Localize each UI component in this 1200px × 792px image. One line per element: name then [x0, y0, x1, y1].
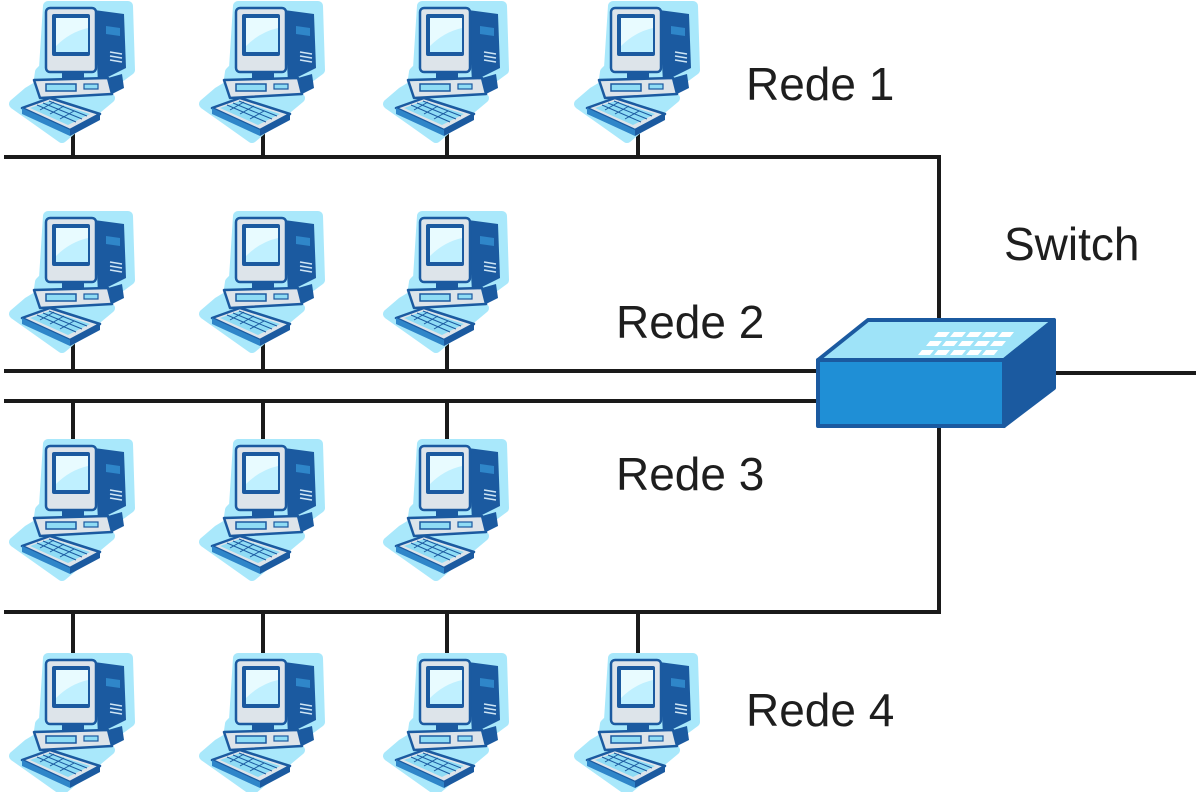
desktop-computer-icon	[14, 444, 130, 576]
desktop-computer-icon	[579, 6, 695, 138]
switch-label: Switch	[1004, 218, 1139, 270]
desktop-computer-icon	[14, 6, 130, 138]
network-label-rede-1: Rede 1	[746, 58, 894, 110]
network-label-rede-3: Rede 3	[616, 448, 764, 500]
desktop-computer-icon	[388, 444, 504, 576]
network-rede-1-computers	[14, 6, 695, 138]
desktop-computer-icon	[388, 216, 504, 348]
network-rede-3-computers	[14, 444, 504, 576]
desktop-computer-icon	[388, 6, 504, 138]
desktop-computer-icon	[204, 6, 320, 138]
network-rede-2-computers	[14, 216, 504, 348]
network-rede-4-computers	[14, 658, 695, 790]
network-label-rede-2: Rede 2	[616, 296, 764, 348]
bus-lines	[4, 155, 1196, 614]
desktop-computer-icon	[204, 444, 320, 576]
desktop-computer-icon	[204, 658, 320, 790]
bus-line-rede-4	[4, 424, 941, 614]
bus-line-rede-1	[4, 155, 941, 320]
desktop-computer-icon	[579, 658, 695, 790]
network-switch-icon	[816, 318, 1056, 428]
network-label-rede-4: Rede 4	[746, 684, 894, 736]
desktop-computer-icon	[14, 216, 130, 348]
desktop-computer-icon	[388, 658, 504, 790]
desktop-computer-icon	[14, 658, 130, 790]
drop-cables	[71, 130, 640, 660]
desktop-computer-icon	[204, 216, 320, 348]
